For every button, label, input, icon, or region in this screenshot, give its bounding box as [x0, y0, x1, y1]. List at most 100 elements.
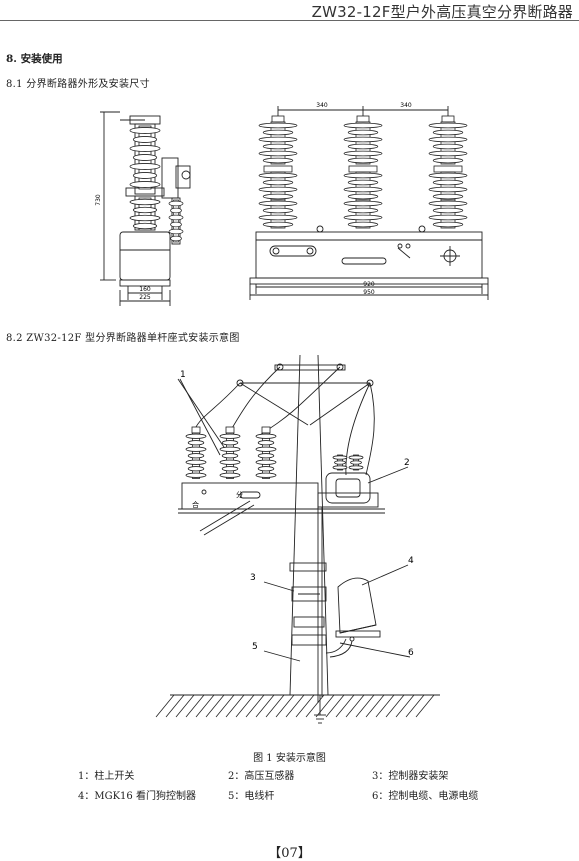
front-lower-insulator-2-shed — [347, 207, 379, 214]
subsection-heading-installation: 8.2 ZW32-12F 型分界断路器单杆座式安装示意图 — [6, 333, 240, 344]
ct-bushing-1-shed — [334, 460, 346, 465]
ground-hatch-line — [315, 694, 335, 718]
front-upper-insulator-2-shed — [347, 143, 379, 150]
pole-insulator-2-shed — [219, 446, 241, 452]
pole-insulator-3-shed — [257, 466, 275, 472]
front-upper-insulator-3-shed — [432, 157, 464, 164]
front-upper-insulator-3-shed — [428, 150, 468, 157]
side-view-drawing: 730 160 225 — [95, 111, 191, 306]
front-lower-insulator-3-shed — [432, 207, 464, 214]
pole-insulator-1-shed — [187, 466, 205, 472]
front-upper-insulator-3-core — [440, 121, 456, 165]
front-upper-insulator-1-core — [270, 121, 286, 165]
front-lower-insulator-3-shed — [428, 214, 468, 221]
ground-hatch-line — [405, 694, 425, 718]
front-middle-insulator-2-shed — [347, 179, 379, 186]
ground-hatch-line — [185, 694, 205, 718]
ground-hatch-line — [265, 694, 285, 718]
front-middle-insulator-1-shed — [262, 179, 294, 186]
side-small-insulator-core — [173, 199, 179, 243]
ct-bushing-2-shed — [348, 465, 364, 470]
ground-hatch-line — [375, 694, 395, 718]
front-middle-insulator-2-shed — [347, 193, 379, 200]
panel-mark-close: 合 — [192, 500, 199, 509]
front-lower-insulator-3-shed — [432, 221, 464, 228]
front-terminal-2 — [356, 115, 370, 123]
pole-insulator-1-shed — [185, 459, 207, 465]
side-small-insulator-shed — [170, 221, 182, 228]
front-upper-insulator-1-shed — [258, 122, 298, 129]
front-terminal-3 — [441, 115, 455, 123]
ground-hatch-line — [335, 694, 355, 718]
front-upper-insulator-3-shed — [428, 122, 468, 129]
side-upper-insulator-shed — [129, 163, 161, 170]
ground-hatch-line — [275, 694, 295, 718]
legend-item-4: 4：MGK16 看门狗控制器 — [78, 791, 196, 802]
front-middle-insulator-2-shed — [343, 186, 383, 193]
front-terminal-1 — [271, 115, 285, 123]
dim-width-inner-label: 920 — [363, 281, 375, 288]
side-small-insulator-shed — [168, 200, 184, 207]
callout-2: 2 — [404, 458, 410, 468]
callout-5: 5 — [252, 642, 258, 652]
ct-bushing-2-shed — [348, 455, 364, 460]
pole-insulator-1-shed — [187, 440, 205, 446]
front-middle-insulator-2-shed — [343, 172, 383, 179]
pole-insulator-3-shed — [255, 459, 277, 465]
ground-hatch-line — [345, 694, 365, 718]
ground-hatch-line — [295, 694, 315, 718]
side-lower-insulator-shed — [132, 206, 158, 214]
front-lower-insulator-1-shed — [258, 214, 298, 221]
ground-hatch-line — [225, 694, 245, 718]
callout-3: 3 — [250, 573, 256, 583]
side-upper-insulator-shed — [129, 145, 161, 152]
front-mid-clamp-2 — [348, 165, 378, 173]
side-upper-insulator-shed — [132, 136, 158, 143]
front-middle-insulator-1-shed — [258, 172, 298, 179]
pole-insulator-2-shed — [219, 433, 241, 439]
dim-width-outer-label: 950 — [363, 289, 375, 296]
front-lower-insulator-2-shed — [343, 214, 383, 221]
ground-hatch-line — [415, 694, 435, 718]
side-upper-insulator-shed — [132, 172, 158, 179]
front-lower-insulator-3-shed — [428, 200, 468, 207]
front-upper-insulator-2-shed — [343, 136, 383, 143]
front-upper-insulator-1-shed — [258, 136, 298, 143]
side-upper-insulator-shed — [129, 127, 161, 134]
pole-insulator-1-shed — [185, 433, 207, 439]
legend-item-5: 5：电线杆 — [228, 791, 275, 802]
front-middle-insulator-3-shed — [428, 172, 468, 179]
ct-bushing-2-shed — [350, 460, 362, 465]
ground-hatch-line — [305, 694, 325, 718]
side-small-insulator-shed — [168, 228, 184, 235]
front-view-drawing: 340 340 920 950 — [249, 102, 489, 300]
dim-pitch-left-label: 340 — [316, 102, 328, 109]
front-middle-insulator-3-shed — [428, 186, 468, 193]
front-lower-insulator-2-core — [355, 199, 371, 229]
subsection-heading-dimensions: 8.1 分界断路器外形及安装尺寸 — [6, 79, 150, 90]
callout-4: 4 — [408, 556, 414, 566]
front-middle-insulator-3-shed — [432, 193, 464, 200]
ground-hatch-line — [395, 694, 415, 718]
pole-insulator-3-shed — [255, 433, 277, 439]
ground-hatch-line — [175, 694, 195, 718]
ground-hatch-line — [155, 694, 175, 718]
front-upper-insulator-3-shed — [428, 136, 468, 143]
front-lower-insulator-1-shed — [258, 200, 298, 207]
dim-base-outer-label: 225 — [139, 294, 151, 301]
front-lower-insulator-1-shed — [262, 207, 294, 214]
front-middle-insulator-1-shed — [258, 186, 298, 193]
pole-insulator-3-shed — [257, 453, 275, 459]
ground-hatch-line — [365, 694, 385, 718]
front-mid-clamp-3 — [433, 165, 463, 173]
front-lower-insulator-3-core — [440, 199, 456, 229]
section-heading: 8. 安装使用 — [6, 53, 63, 65]
pole-insulator-3-shed — [257, 440, 275, 446]
pole-insulator-1-shed — [187, 453, 205, 459]
front-lower-insulator-1-shed — [262, 221, 294, 228]
pole-insulator-2-shed — [219, 459, 241, 465]
legend-item-6: 6：控制电缆、电源电缆 — [372, 791, 479, 802]
figure-caption: 图 1 安装示意图 — [253, 753, 326, 764]
ct-bushing-1-shed — [332, 465, 348, 470]
side-small-insulator-shed — [170, 235, 182, 242]
